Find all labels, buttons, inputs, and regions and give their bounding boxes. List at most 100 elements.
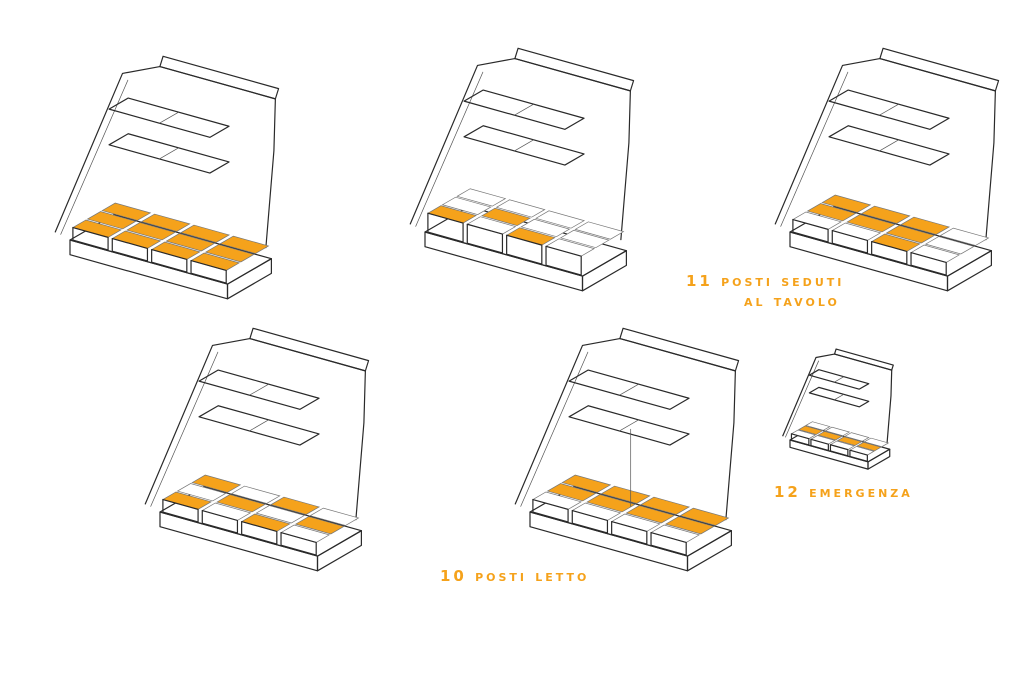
floor-module bbox=[821, 194, 872, 213]
caption-beds: 10 posti letto bbox=[440, 567, 590, 585]
floor-module bbox=[924, 236, 975, 255]
floor-module bbox=[546, 483, 597, 502]
floor-module bbox=[191, 474, 242, 493]
floor-module bbox=[885, 225, 936, 244]
floor-module bbox=[219, 235, 270, 254]
floor-module bbox=[165, 233, 216, 252]
module-front bbox=[72, 226, 109, 251]
floor-module bbox=[586, 494, 637, 513]
floor-module bbox=[824, 426, 851, 437]
middle-shelf bbox=[568, 405, 690, 446]
floor-module bbox=[900, 216, 951, 235]
upper-shelf bbox=[198, 369, 320, 410]
middle-shelf bbox=[108, 133, 230, 174]
base-slab-side bbox=[581, 250, 627, 292]
floor-module bbox=[559, 229, 610, 249]
roof-ridge bbox=[833, 348, 894, 371]
module-front bbox=[427, 212, 464, 243]
module-front bbox=[792, 218, 829, 243]
floor-module bbox=[481, 207, 532, 227]
floor-module bbox=[216, 494, 267, 513]
module-front bbox=[545, 245, 582, 276]
caption-seats-line-2: al tavolo bbox=[744, 292, 840, 310]
configuration-platform bbox=[54, 55, 280, 300]
floor-module bbox=[520, 218, 571, 238]
module-front bbox=[810, 438, 829, 451]
floor-module bbox=[805, 421, 831, 431]
floor-module bbox=[664, 516, 715, 535]
floor-module bbox=[860, 205, 911, 224]
floor-module bbox=[844, 432, 870, 442]
floor-module bbox=[126, 222, 177, 241]
upper-shelf bbox=[108, 97, 230, 138]
floor-module bbox=[86, 211, 137, 230]
floor-module bbox=[456, 188, 507, 207]
module-front bbox=[466, 223, 504, 254]
roof-ridge bbox=[514, 47, 635, 92]
module-front bbox=[790, 433, 810, 446]
module-front bbox=[829, 444, 849, 457]
module-front bbox=[241, 520, 278, 545]
module-front bbox=[151, 248, 188, 273]
floor-module bbox=[255, 505, 306, 524]
module-front bbox=[831, 229, 869, 254]
module-front bbox=[506, 234, 543, 265]
floor-module bbox=[204, 244, 255, 263]
middle-shelf bbox=[463, 125, 585, 166]
upper-shelf bbox=[463, 89, 585, 130]
module-front bbox=[532, 498, 569, 523]
base-slab-side bbox=[867, 448, 891, 470]
floor-module bbox=[640, 496, 691, 515]
floor-module bbox=[140, 213, 191, 232]
floor-module bbox=[679, 507, 730, 526]
floor-module bbox=[535, 210, 586, 229]
module-front bbox=[611, 520, 648, 545]
configuration-table bbox=[409, 47, 635, 292]
floor-module bbox=[625, 505, 676, 524]
floor-module bbox=[856, 441, 882, 452]
upper-shelf bbox=[828, 89, 950, 130]
roof-ridge bbox=[249, 327, 370, 372]
module-front bbox=[650, 532, 687, 556]
configuration-seats bbox=[774, 47, 1000, 292]
configuration-storage bbox=[144, 327, 370, 572]
configuration-emergency bbox=[782, 348, 894, 470]
floor-module bbox=[797, 425, 824, 435]
module-front bbox=[871, 240, 908, 265]
floor-module bbox=[846, 214, 897, 233]
module-front bbox=[162, 498, 199, 523]
base-slab-side bbox=[226, 258, 272, 300]
floor-module bbox=[309, 507, 360, 526]
floor-module bbox=[561, 474, 612, 493]
floor-module bbox=[939, 227, 990, 246]
floor-module bbox=[817, 430, 843, 441]
floor-module bbox=[180, 224, 231, 243]
upper-shelf bbox=[808, 369, 870, 390]
module-front bbox=[111, 237, 149, 262]
module-front bbox=[571, 509, 609, 534]
base-slab-side bbox=[686, 530, 732, 572]
floor-module bbox=[836, 436, 863, 446]
module-front bbox=[910, 252, 947, 276]
roof-ridge bbox=[879, 47, 1000, 92]
module-front bbox=[190, 260, 227, 284]
floor-module bbox=[441, 196, 492, 215]
floor-module bbox=[806, 203, 857, 222]
module-front bbox=[849, 449, 868, 462]
module-front bbox=[201, 509, 239, 534]
floor-module bbox=[294, 516, 345, 535]
caption-emergency: 12 emergenza bbox=[774, 483, 913, 501]
roof-ridge bbox=[619, 327, 740, 372]
configuration-beds bbox=[514, 327, 740, 572]
floor-module bbox=[230, 485, 281, 504]
roof-ridge bbox=[159, 55, 280, 100]
upper-shelf bbox=[568, 369, 690, 410]
floor-module bbox=[574, 221, 625, 240]
module-front bbox=[280, 532, 317, 556]
base-slab-side bbox=[946, 250, 992, 292]
floor-module bbox=[495, 199, 546, 218]
floor-module bbox=[863, 437, 890, 448]
floor-module bbox=[176, 483, 227, 502]
floor-module bbox=[101, 202, 152, 221]
middle-shelf bbox=[828, 125, 950, 166]
